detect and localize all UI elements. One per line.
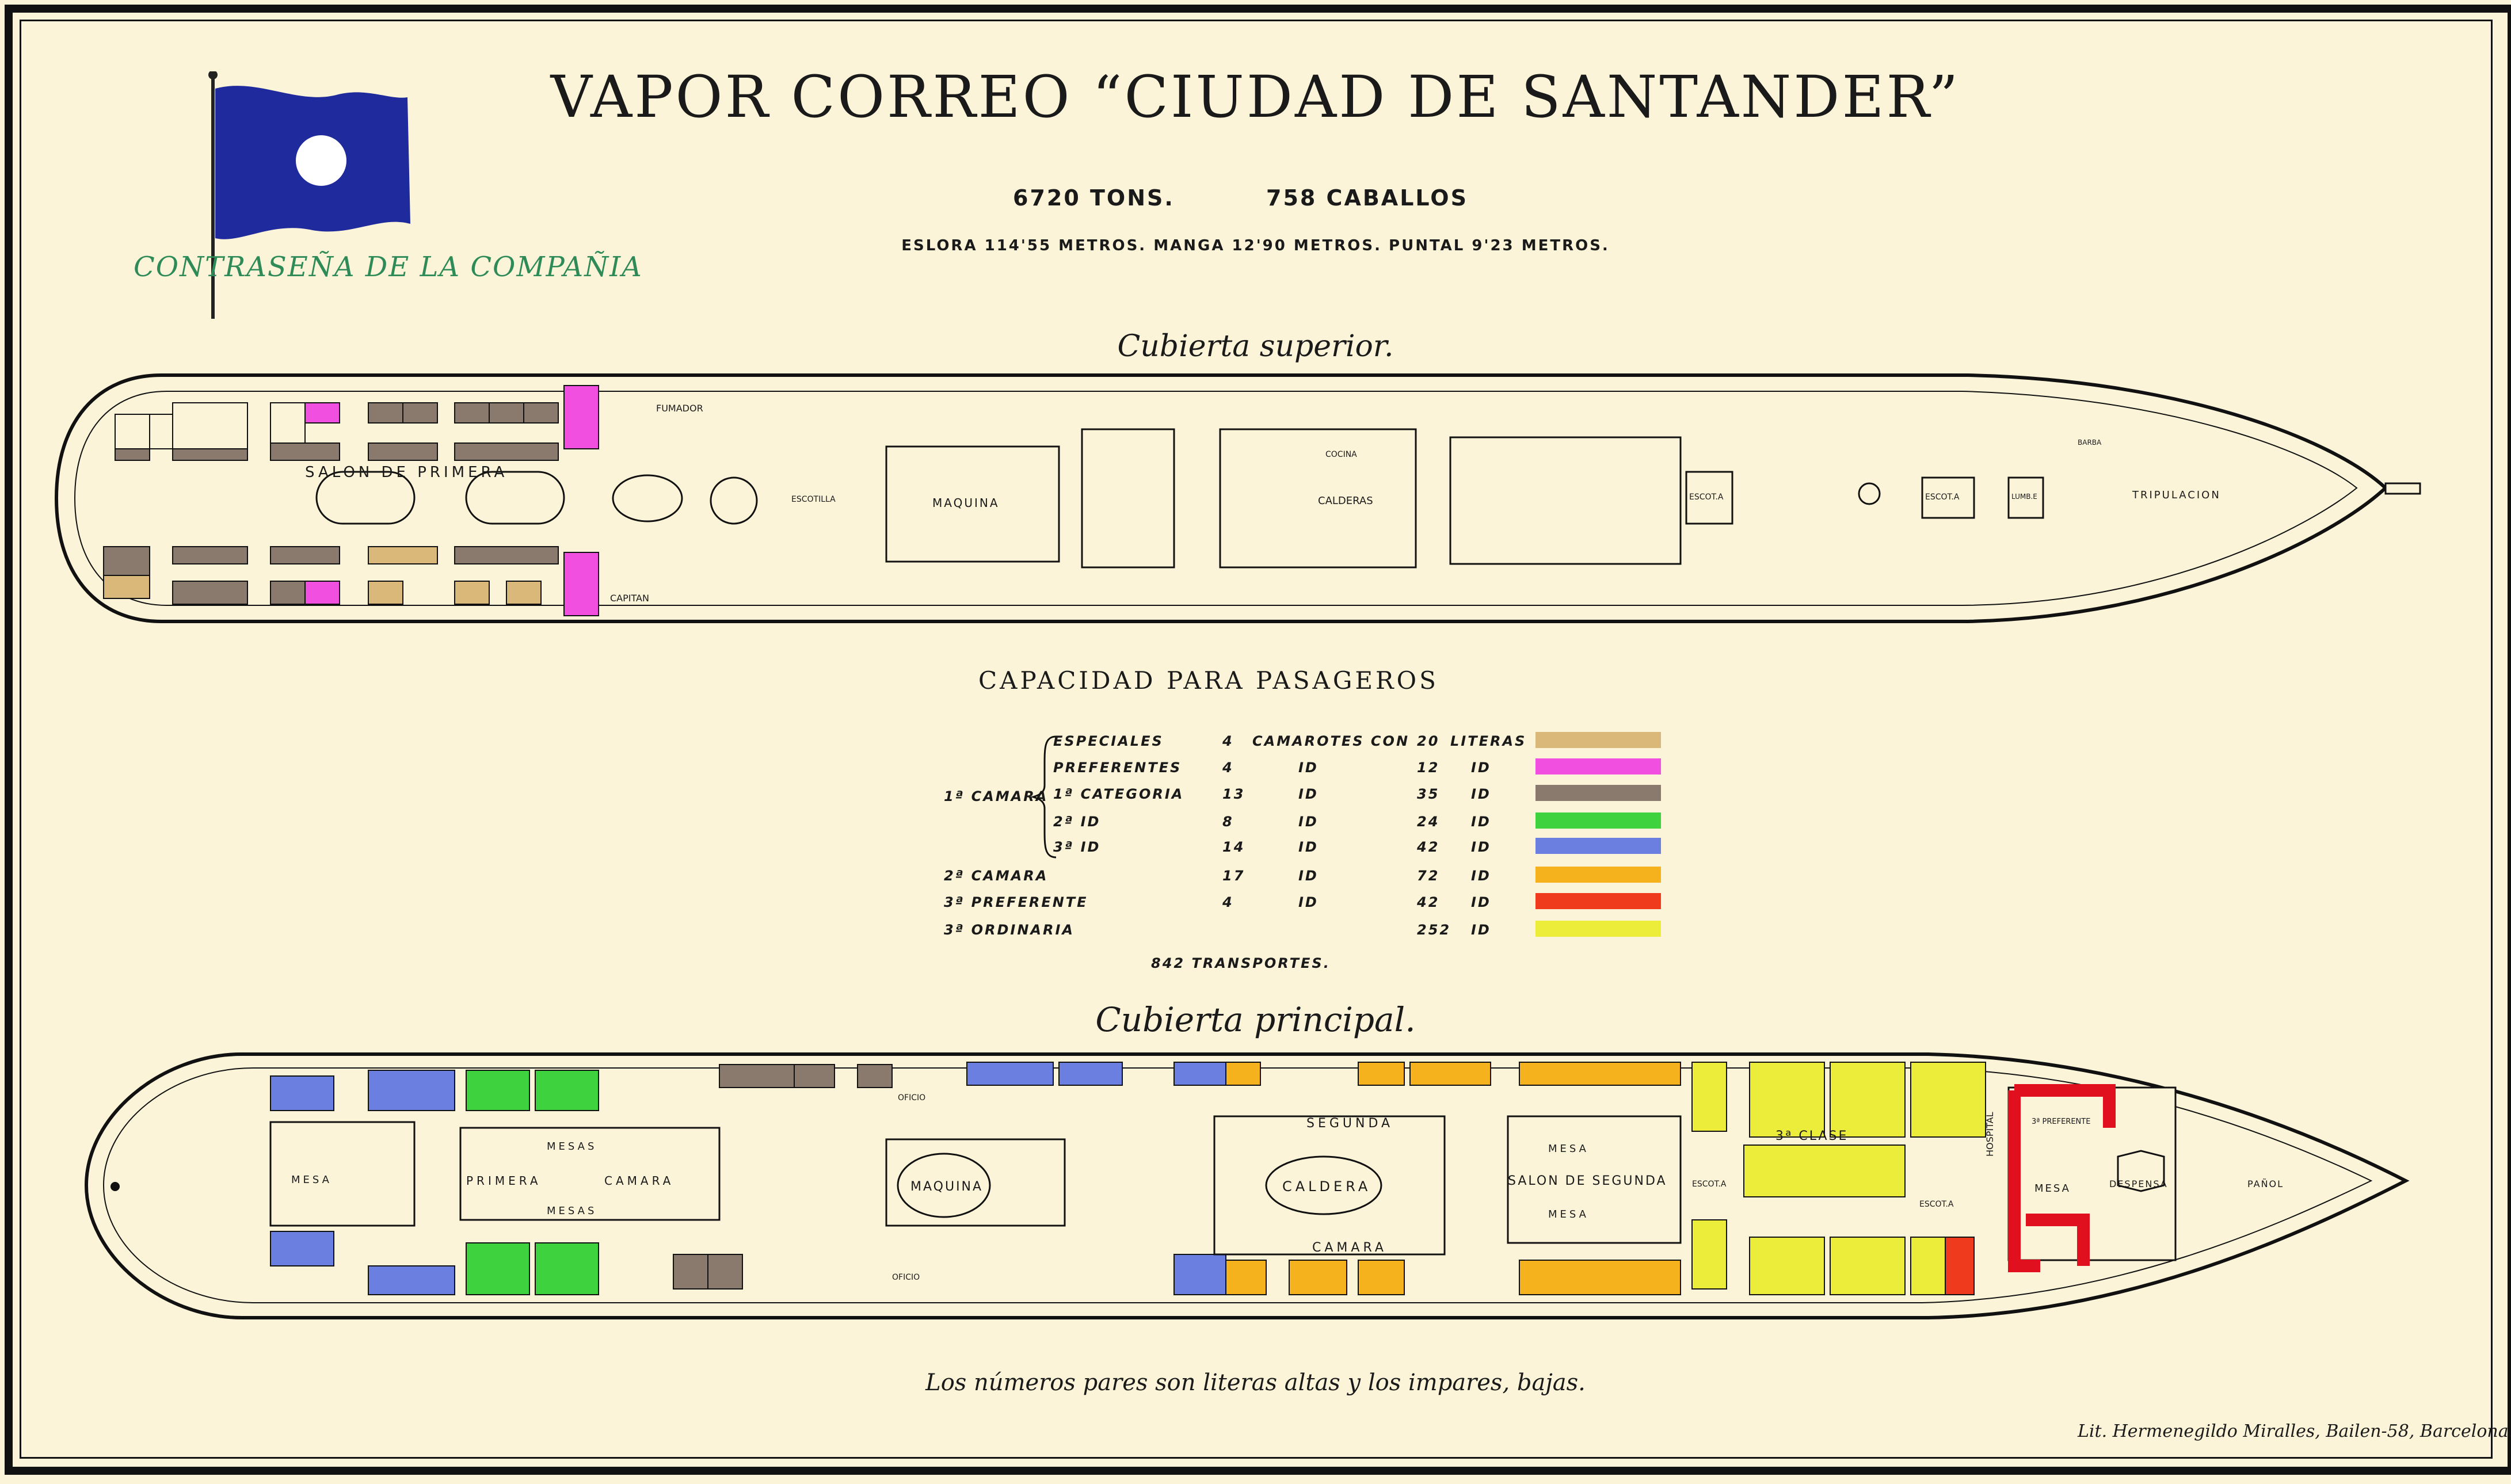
capacity-group-label: 1ª CAMARA — [944, 788, 1049, 804]
capacity-row-count: 8 — [1222, 814, 1234, 830]
capacity-row-unit2: ID — [1471, 760, 1491, 776]
main-camara-label: CAMARA — [604, 1174, 675, 1188]
capacity-row-unit: ID — [1298, 894, 1319, 910]
capacity-row-swatch — [1535, 758, 1661, 775]
main-mesa3-label: MESA — [1548, 1208, 1589, 1220]
main-mesa2-label: MESA — [1548, 1143, 1589, 1155]
capacity-row-category: PREFERENTES — [1053, 760, 1182, 776]
main-oficio-label: OFICIO — [898, 1093, 926, 1102]
capacity-row-category: 3ª ID — [1053, 839, 1101, 855]
capacity-row-count: 4 — [1222, 733, 1234, 749]
capacity-row-swatch — [1535, 867, 1661, 883]
upper-fumador-label: FUMADOR — [656, 403, 703, 414]
upper-calderas-label: CALDERAS — [1318, 495, 1373, 507]
flag-pole-finial — [208, 71, 218, 79]
main-segunda-label: SEGUNDA — [1306, 1116, 1394, 1131]
capacity-row-count: 4 — [1222, 894, 1234, 910]
main-escotilla2-label: ESCOT.A — [1919, 1200, 1954, 1209]
main-mesas-label: MESAS — [547, 1140, 597, 1153]
capacity-row-count: 14 — [1222, 839, 1245, 855]
main-oficio2-label: OFICIO — [892, 1273, 920, 1282]
flag-white-disc — [296, 135, 346, 186]
main-deck-label: Cubierta principal. — [1095, 1000, 1416, 1039]
main-mesa1-label: MESA — [291, 1174, 332, 1186]
capacity-row-unit: ID — [1298, 868, 1319, 884]
outer-border — [5, 5, 2511, 1475]
capacity-row-unit: CAMAROTES CON — [1252, 733, 1410, 749]
capacity-row-unit2: ID — [1471, 868, 1491, 884]
capacity-row-count: 13 — [1222, 786, 1245, 802]
capacity-row-count: 4 — [1222, 760, 1234, 776]
capacity-row-swatch — [1535, 893, 1661, 909]
capacity-row-unit2: ID — [1471, 814, 1491, 830]
upper-lumbre-label: LUMB.E — [2011, 493, 2037, 501]
capacity-row-unit: ID — [1298, 760, 1319, 776]
capacity-row-berths: 24 — [1417, 814, 1440, 830]
main-caldera-label: CALDERA — [1282, 1178, 1371, 1195]
main-primera-label: PRIMERA — [466, 1174, 542, 1188]
main-panol-label: PAÑOL — [2247, 1178, 2284, 1189]
capacity-title: CAPACIDAD PARA PASAGEROS — [978, 666, 1439, 695]
main-hospital-label: HOSPITAL — [1984, 1112, 1995, 1157]
upper-capitan-label: CAPITAN — [610, 593, 649, 604]
capacity-row-unit2: ID — [1471, 786, 1491, 802]
capacity-row-berths: 252 — [1417, 922, 1451, 938]
tonnage: 6720 TONS. — [1013, 185, 1175, 211]
main-tercera-clase-label: 3ª CLASE — [1775, 1129, 1849, 1143]
capacity-row-berths: 35 — [1417, 786, 1440, 802]
upper-escotilla2-label: ESCOT.A — [1689, 493, 1724, 502]
capacity-row-swatch — [1535, 921, 1661, 937]
upper-maquina-label: MAQUINA — [932, 496, 1000, 510]
capacity-row-category: ESPECIALES — [1053, 733, 1164, 749]
main-tercera-pref-label: 3ª PREFERENTE — [2032, 1117, 2091, 1126]
upper-escotilla-label: ESCOTILLA — [791, 495, 836, 504]
upper-tripulacion-label: TRIPULACION — [2132, 489, 2221, 501]
main-escotilla-label: ESCOT.A — [1692, 1180, 1727, 1189]
capacity-row-berths: 42 — [1417, 894, 1440, 910]
capacity-row-berths: 20 — [1417, 733, 1440, 749]
capacity-row-unit: ID — [1298, 786, 1319, 802]
main-mesa4-label: MESA — [2034, 1182, 2071, 1195]
capacity-row-swatch — [1535, 732, 1661, 748]
main-despensa-label: DESPENSA — [2109, 1178, 2168, 1189]
capacity-row-swatch — [1535, 812, 1661, 829]
capacity-row-swatch — [1535, 838, 1661, 854]
capacity-row-unit2: ID — [1471, 894, 1491, 910]
capacity-row-category: 2ª CAMARA — [944, 868, 1049, 884]
capacity-row-category: 2ª ID — [1053, 814, 1101, 830]
capacity-row-category: 1ª CATEGORIA — [1053, 786, 1184, 802]
capacity-row-category: 3ª PREFERENTE — [944, 894, 1088, 910]
capacity-row-category: 3ª ORDINARIA — [944, 922, 1074, 938]
capacity-row-unit2: ID — [1471, 839, 1491, 855]
capacity-row-berths: 12 — [1417, 760, 1440, 776]
main-camara2-label: CAMARA — [1312, 1241, 1387, 1255]
flag-caption: CONTRASEÑA DE LA COMPAÑIA — [134, 251, 643, 283]
dimensions: ESLORA 114'55 METROS. MANGA 12'90 METROS… — [901, 237, 1610, 254]
horsepower: 758 CABALLOS — [1266, 185, 1468, 211]
capacity-row-swatch — [1535, 785, 1661, 801]
inner-border — [20, 20, 2493, 1459]
capacity-row-unit: ID — [1298, 839, 1319, 855]
capacity-row-unit2: LITERAS — [1450, 733, 1527, 749]
upper-barba-label: BARBA — [2078, 438, 2102, 447]
company-flag-icon — [208, 71, 410, 319]
main-mesas2-label: MESAS — [547, 1205, 597, 1217]
main-maquina-label: MAQUINA — [910, 1180, 984, 1194]
berth-note: Los números pares son literas altas y lo… — [925, 1369, 1586, 1396]
upper-escotilla3-label: ESCOT.A — [1925, 493, 1960, 502]
capacity-row-berths: 72 — [1417, 868, 1440, 884]
capacity-row-unit: ID — [1298, 814, 1319, 830]
capacity-row-unit2: ID — [1471, 922, 1491, 938]
upper-salon-label: SALON DE PRIMERA — [305, 464, 508, 481]
capacity-transports: 842 TRANSPORTES. — [1151, 955, 1331, 971]
upper-cocina-label: COCINA — [1325, 450, 1357, 459]
capacity-row-berths: 42 — [1417, 839, 1440, 855]
page-title: VAPOR CORREO “CIUDAD DE SANTANDER” — [550, 63, 1961, 131]
capacity-row-count: 17 — [1222, 868, 1245, 884]
main-salon-segunda-label: SALON DE SEGUNDA — [1508, 1174, 1667, 1188]
upper-deck-label: Cubierta superior. — [1117, 329, 1394, 364]
printer-credit: Lit. Hermenegildo Miralles, Bailen-58, B… — [2078, 1421, 2511, 1441]
